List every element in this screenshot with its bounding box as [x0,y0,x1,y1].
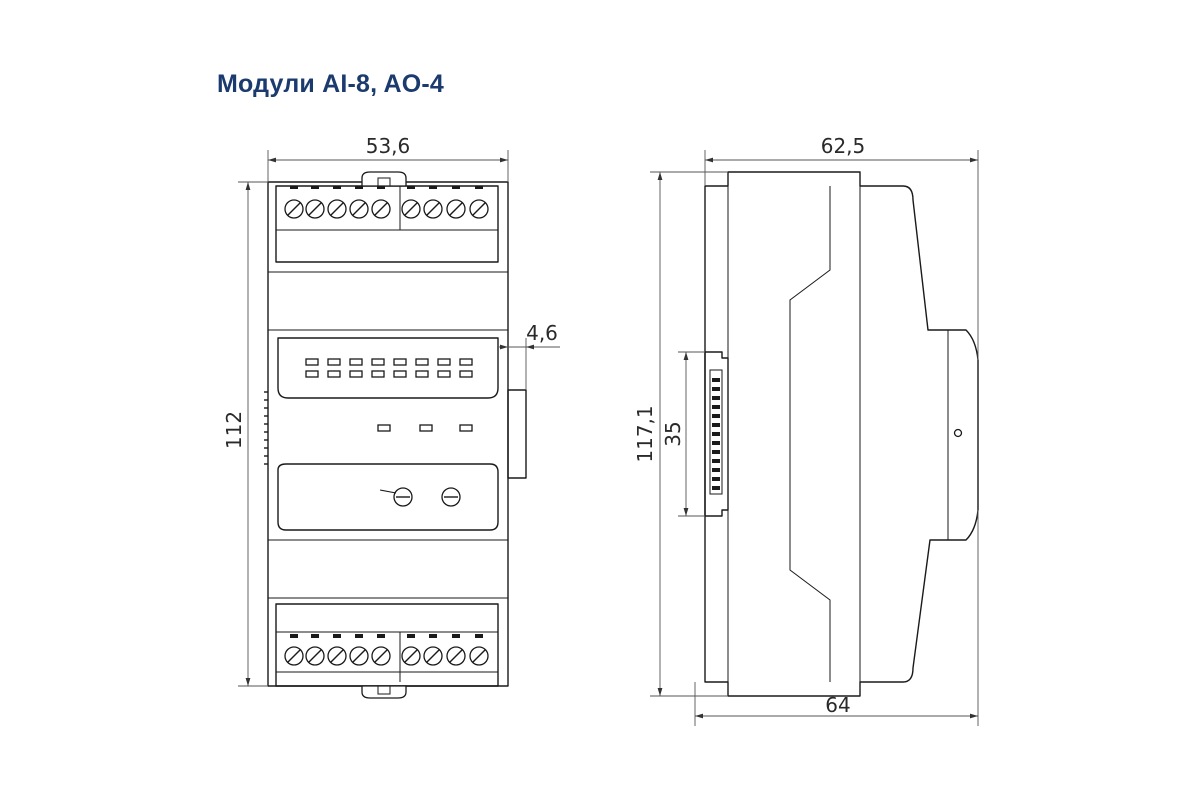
front-view [264,171,527,699]
status-led-1 [377,424,391,432]
top-latch [361,171,407,187]
left-rib-marks [264,391,268,465]
side-housing [704,171,979,697]
bottom-latch [361,685,407,699]
terminal-screw-icon [469,646,489,666]
terminal-screw-icon [349,646,369,666]
led-icon [349,370,363,378]
terminal-screw-icon [401,646,421,666]
led-icon [371,358,385,366]
din-rail-clip [704,351,729,517]
terminal-screw-icon [446,199,466,219]
led-icon [415,370,429,378]
terminal-screw-icon [469,199,489,219]
led-icon [393,358,407,366]
terminal-screw-icon [423,646,443,666]
dim-front-height: 112 [222,411,246,449]
dim-rail-height: 35 [661,421,685,446]
front-housing [267,181,509,687]
bottom-screw-row [284,634,489,666]
terminal-screw-icon [446,646,466,666]
top-screw-row [284,186,489,219]
led-icon [327,370,341,378]
led-icon [437,358,451,366]
led-icon [349,358,363,366]
led-icon [459,358,473,366]
status-led-2 [419,424,433,432]
side-dimensions: 62,5 117,1 35 64 [633,134,979,726]
led-panel [277,337,499,399]
adjust-knob-1 [379,487,413,507]
side-view [704,171,979,697]
dim-side-depth-bottom: 64 [825,693,850,717]
led-icon [393,370,407,378]
terminal-screw-icon [327,199,347,219]
led-icon [459,370,473,378]
led-icon [437,370,451,378]
led-icon [327,358,341,366]
led-icon [305,358,319,366]
top-terminal-block [275,185,499,263]
rail-teeth [712,378,720,490]
dim-side-height: 117,1 [633,405,657,462]
terminal-screw-icon [284,199,304,219]
led-icon [305,370,319,378]
dim-protrusion: 4,6 [526,321,558,345]
dim-side-depth-top: 62,5 [821,134,866,158]
terminal-screw-icon [423,199,443,219]
side-screw [953,428,963,438]
terminal-screw-icon [305,199,325,219]
terminal-screw-icon [371,199,391,219]
rail-clip [507,389,527,479]
terminal-screw-icon [284,646,304,666]
page-title: Модули AI-8, AO-4 [217,70,445,98]
adjust-knob-2 [441,487,461,507]
bottom-terminal-block [275,603,499,687]
dim-front-width: 53,6 [366,134,411,158]
control-panel [277,463,499,531]
terminal-screw-icon [327,646,347,666]
led-icon [415,358,429,366]
terminal-screw-icon [401,199,421,219]
led-indicators [305,358,473,378]
front-dimensions: 53,6 112 4,6 [222,134,560,687]
terminal-screw-icon [371,646,391,666]
status-led-3 [459,424,473,432]
led-icon [371,370,385,378]
terminal-screw-icon [305,646,325,666]
terminal-screw-icon [349,199,369,219]
